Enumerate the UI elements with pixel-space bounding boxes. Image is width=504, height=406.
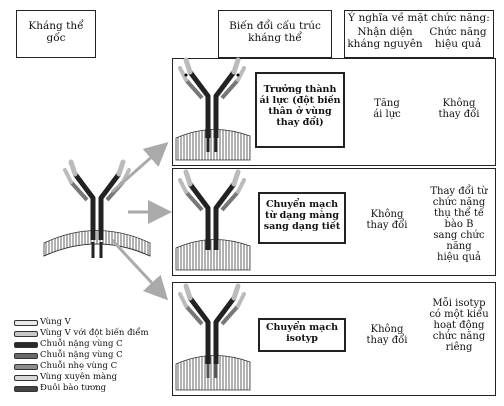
legend-label: Đuôi bào tương bbox=[40, 383, 107, 393]
change-label-3: Chuyển mạch isotyp bbox=[265, 322, 339, 344]
legend-swatch bbox=[14, 375, 38, 381]
legend-label: Vùng V với đột biến điểm bbox=[40, 328, 149, 338]
legend-label: Vùng V bbox=[40, 317, 71, 327]
original-antibody-icon bbox=[65, 162, 129, 240]
change-box-1 bbox=[255, 72, 345, 148]
header-functional-meaning-box bbox=[344, 10, 494, 58]
legend-swatch bbox=[14, 320, 38, 326]
legend-label: Chuỗi nặng vùng C bbox=[40, 339, 123, 349]
membrane-row-2 bbox=[175, 239, 251, 271]
arrow-to-row-3 bbox=[110, 238, 169, 301]
membrane-row-1 bbox=[175, 129, 251, 161]
antibody-row-1-icon bbox=[180, 60, 244, 138]
legend-label: Chuỗi nặng vùng C bbox=[40, 350, 123, 360]
legend-swatch bbox=[14, 353, 38, 359]
antigen-effect-2: Không thay đổi bbox=[366, 209, 408, 231]
antigen-effect-3: Không thay đổi bbox=[366, 324, 408, 346]
legend-swatch bbox=[14, 342, 38, 348]
header-antigen-recognition: Nhận diện kháng nguyên bbox=[347, 26, 423, 50]
effector-effect-2: Thay đổi từ chức năng thụ thể tế bào B s… bbox=[430, 186, 488, 263]
legend-swatch bbox=[14, 364, 38, 370]
antibody-row-2-icon bbox=[180, 172, 244, 250]
header-structural-change-box bbox=[218, 10, 332, 58]
original-membrane bbox=[43, 230, 151, 257]
header-functional-meaning: Ý nghĩa về mặt chức năng: bbox=[348, 12, 490, 24]
change-label-2: Chuyển mạch từ dạng màng sang dạng tiết bbox=[263, 199, 341, 232]
header-original-antibody-box bbox=[16, 10, 96, 58]
effector-effect-1: Không thay đổi bbox=[438, 98, 480, 120]
legend-swatch bbox=[14, 331, 38, 337]
change-box-3 bbox=[258, 318, 346, 352]
legend-label: Vùng xuyên màng bbox=[40, 372, 118, 382]
legend-label: Chuỗi nhẹ vùng C bbox=[40, 361, 118, 371]
header-effector-function: Chức năng hiệu quả bbox=[429, 26, 487, 50]
legend-swatch bbox=[14, 386, 38, 392]
change-box-2 bbox=[258, 192, 346, 244]
header-structural-change: Biến đổi cấu trúc kháng thể bbox=[229, 20, 321, 44]
membrane-row-3 bbox=[175, 355, 251, 391]
antibody-row-3-icon bbox=[180, 286, 244, 364]
change-label-1: Trưởng thành ái lực (đột biến thân ở vùn… bbox=[259, 84, 341, 128]
effector-effect-3: Mỗi isotyp có một kiểu hoạt động chức nă… bbox=[429, 298, 489, 353]
header-original-antibody: Kháng thể gốc bbox=[28, 20, 84, 44]
arrow-to-row-1 bbox=[111, 142, 169, 194]
antigen-effect-1: Tăng ái lực bbox=[373, 98, 401, 120]
